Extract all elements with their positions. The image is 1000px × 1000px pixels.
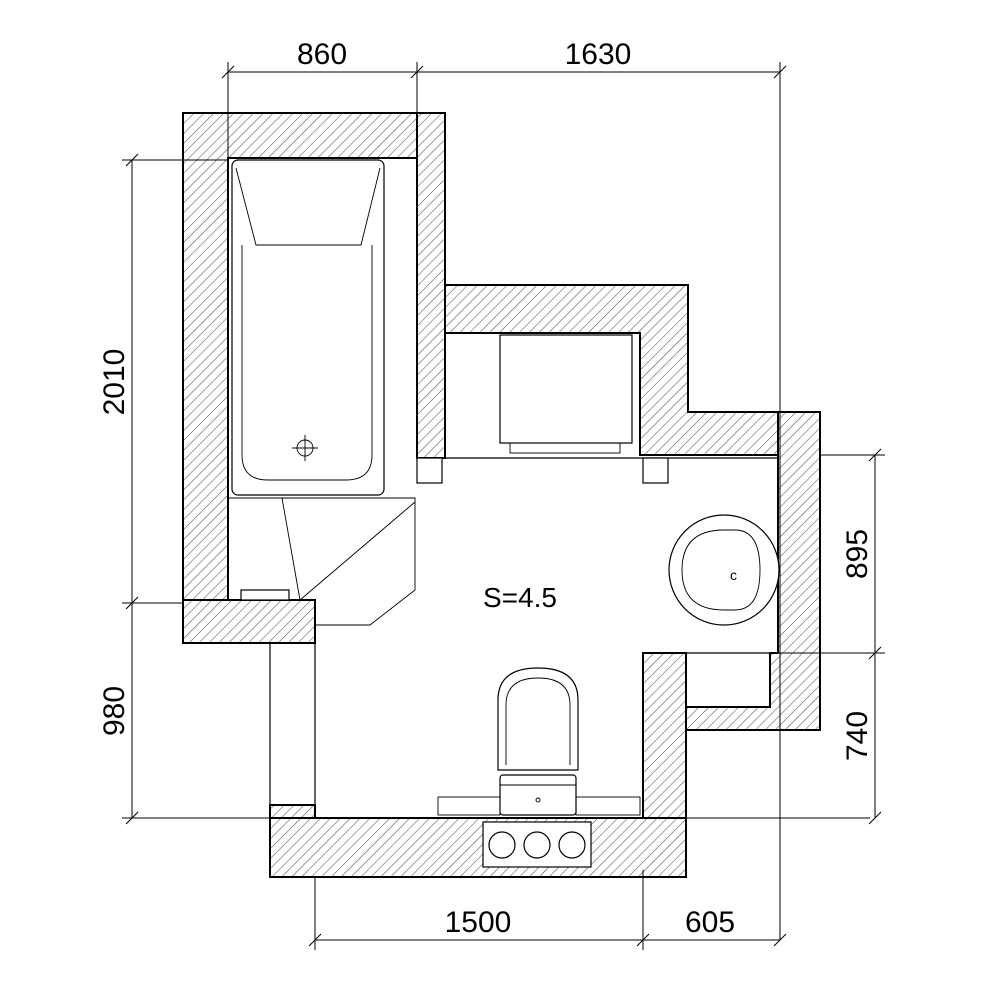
room-outline bbox=[269, 457, 778, 818]
wall-inset-valves bbox=[482, 821, 592, 868]
sink: c bbox=[668, 514, 780, 626]
wall-lower-left bbox=[182, 599, 316, 644]
shower-screen bbox=[228, 497, 416, 626]
dimension-lines bbox=[122, 62, 885, 950]
dim-bottom-left: 1500 bbox=[445, 906, 512, 939]
dim-right-upper: 895 bbox=[841, 529, 874, 579]
wall-stub-left bbox=[416, 457, 443, 484]
dim-bottom-right: 605 bbox=[685, 906, 735, 939]
wall-bottom bbox=[269, 817, 687, 878]
wall-left-lower-edge bbox=[269, 804, 316, 819]
washing-machine bbox=[499, 334, 633, 454]
toilet bbox=[437, 667, 641, 816]
dim-top-right: 1630 bbox=[565, 38, 632, 71]
dimension-labels: 860 1630 2010 980 895 740 1500 605 bbox=[98, 38, 874, 939]
dim-right-lower: 740 bbox=[841, 711, 874, 761]
room-area-label: S=4.5 bbox=[483, 582, 557, 613]
wall-bath-right bbox=[416, 112, 446, 459]
dim-top-left: 860 bbox=[297, 38, 347, 71]
bathtub bbox=[231, 159, 385, 496]
dim-left-upper: 2010 bbox=[98, 349, 131, 416]
dim-left-lower: 980 bbox=[98, 686, 131, 736]
wall-stub-right bbox=[642, 457, 669, 484]
tap-icon: c bbox=[730, 567, 737, 583]
